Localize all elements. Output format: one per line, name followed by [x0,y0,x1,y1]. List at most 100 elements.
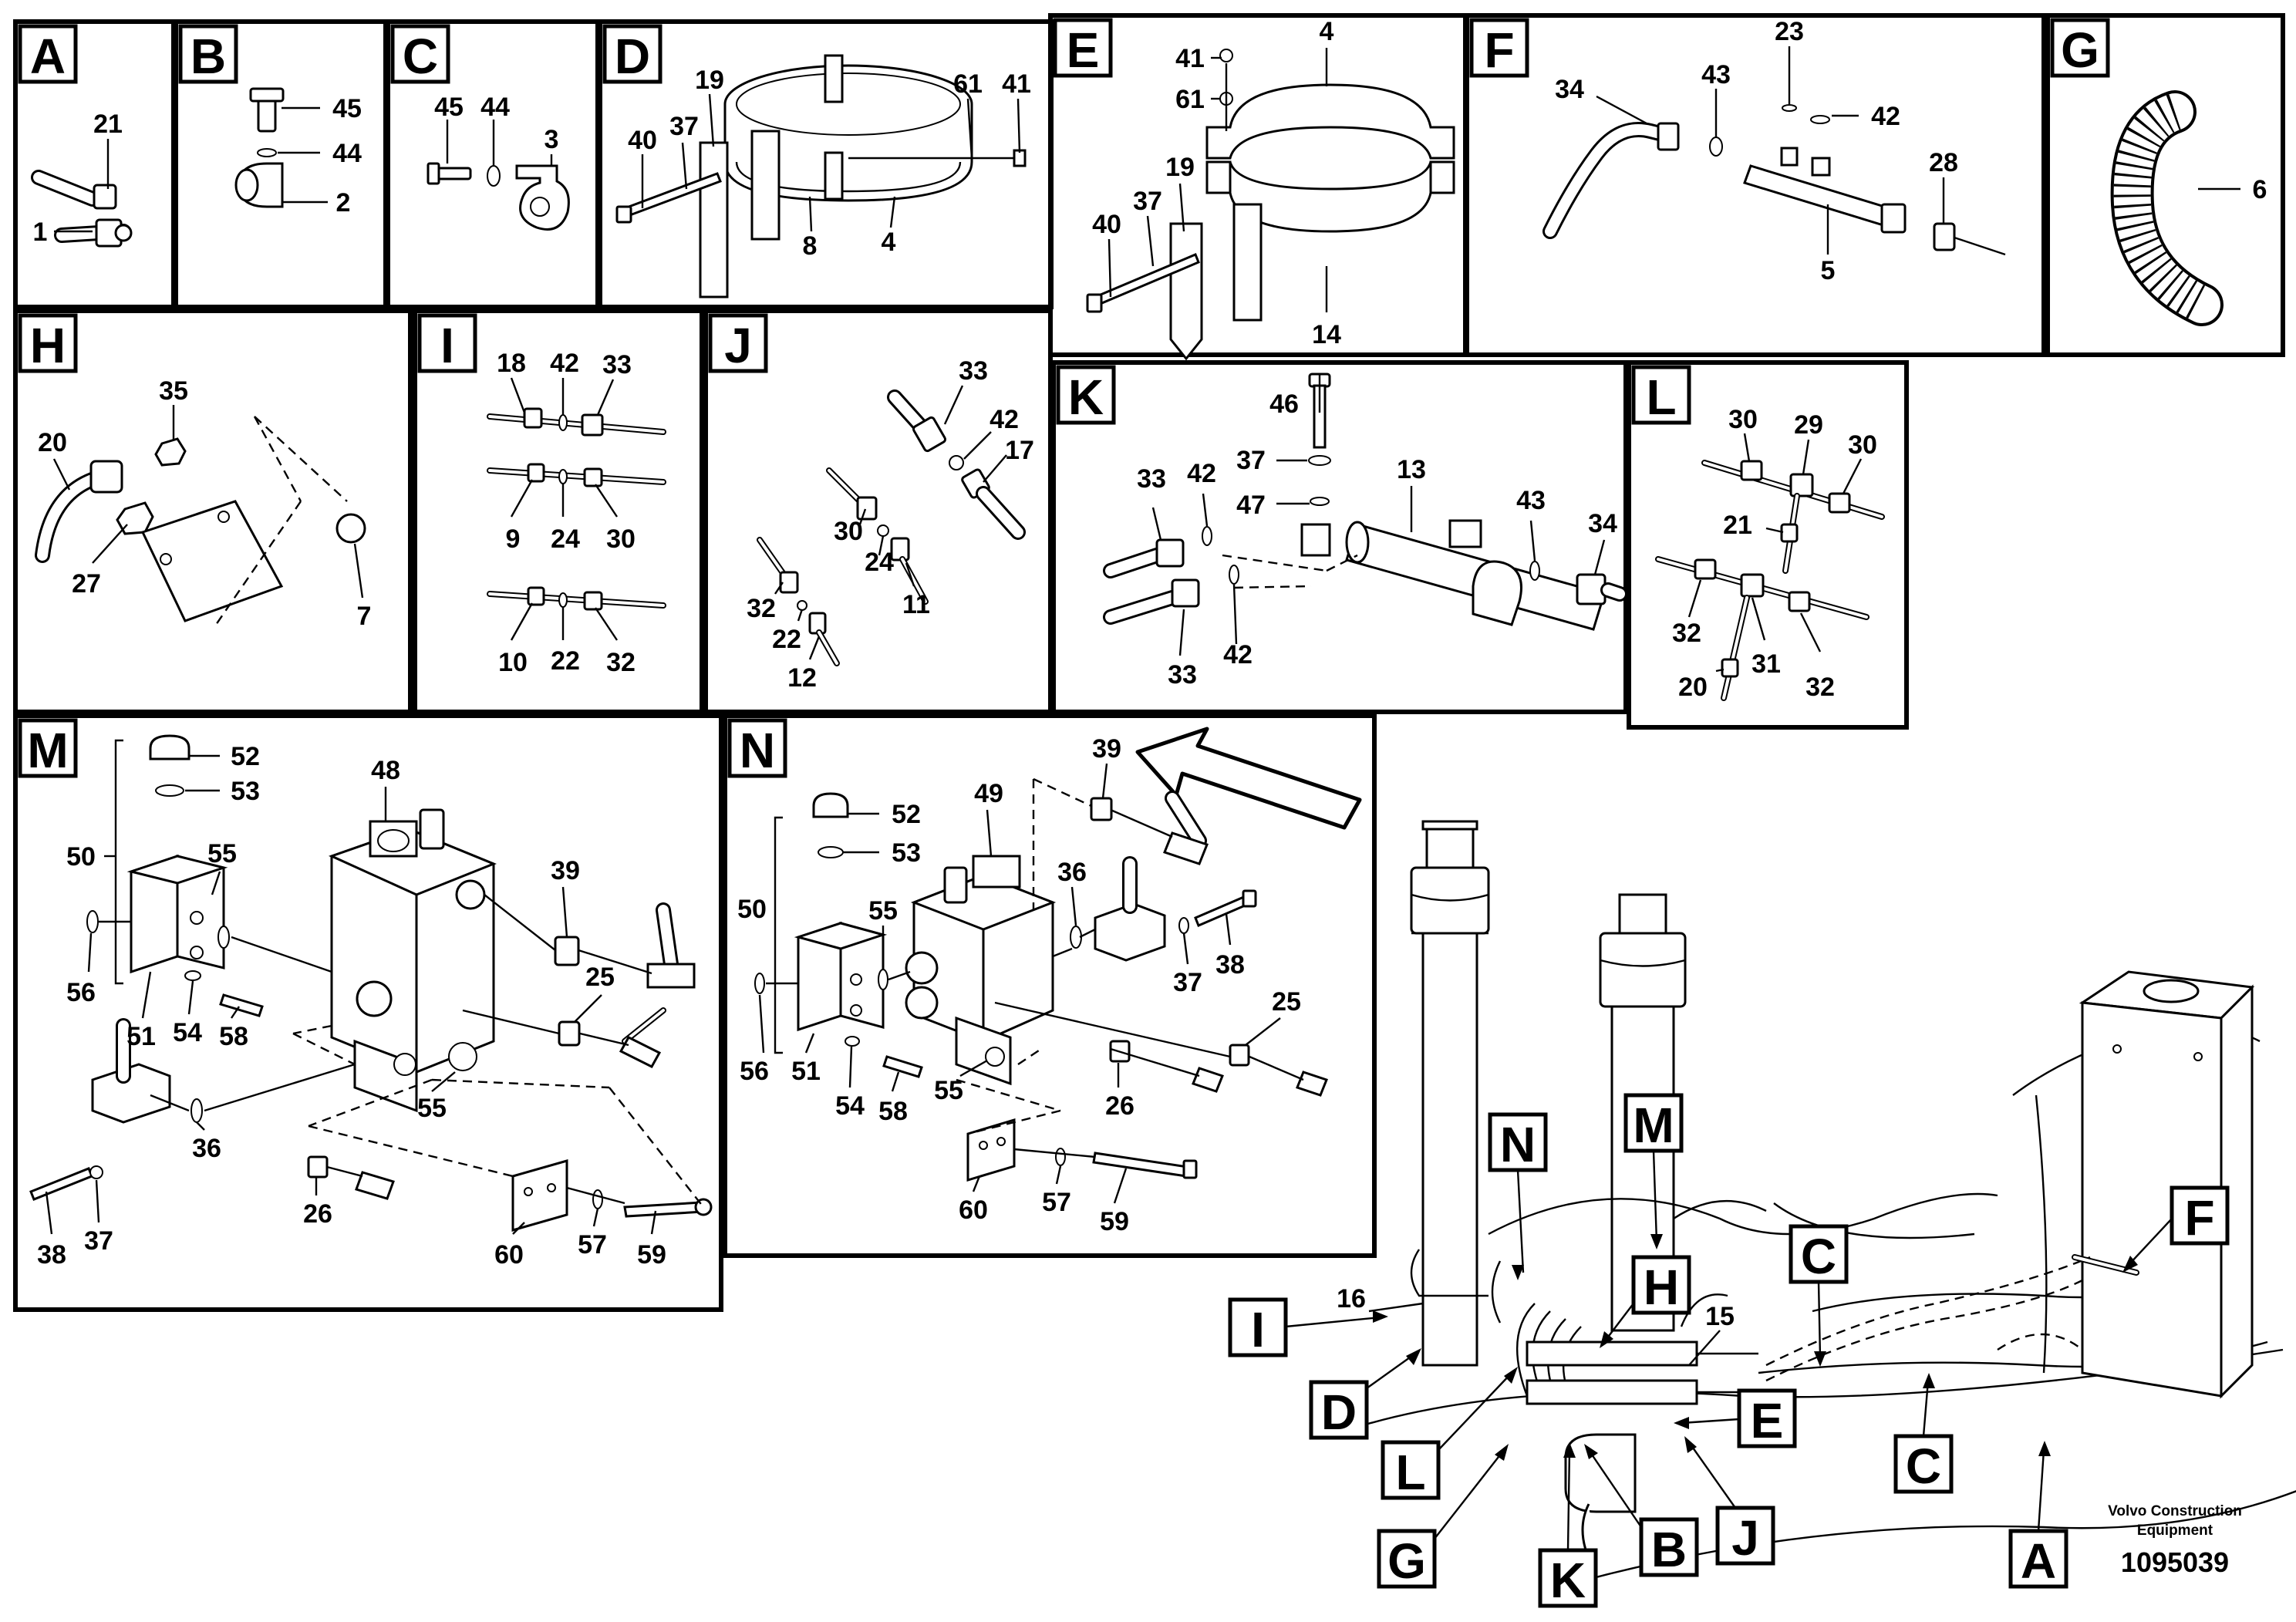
panel-f: F 23 34 43 42 28 5 [1465,13,2046,357]
callout-label: 7 [357,602,372,631]
callout-label: 48 [371,756,400,785]
panel-i: I 18 42 33 9 24 30 10 22 32 [413,309,704,714]
callout-label: 42 [1187,459,1216,488]
callout-label: 3 [544,125,559,154]
callout-label: 45 [434,93,464,122]
callout-label: 40 [1092,210,1121,239]
callout-label: 26 [303,1199,332,1229]
callout-label: 51 [791,1057,821,1086]
panel-tag: K [1068,369,1104,425]
callout-label: 39 [551,856,580,885]
callout-label: 57 [1042,1188,1071,1217]
panel-m: M [13,713,723,1312]
callout-label: 32 [747,594,776,623]
callout-label: 53 [892,838,921,868]
callout-label: 42 [550,349,579,378]
overview-tag: N [1500,1117,1536,1172]
callout-label: 59 [1100,1207,1129,1236]
callout-label: 10 [498,648,528,677]
callout-label: 34 [1588,509,1617,538]
callout-label: 32 [606,648,636,677]
callout-label: 38 [37,1240,66,1270]
callout-label: 18 [497,349,526,378]
callout-label: 36 [192,1134,221,1163]
callout-label: 33 [1137,464,1166,494]
panel-a: A 21 1 [13,19,176,309]
overview-tag: E [1751,1393,1784,1448]
callout-label: 21 [1723,511,1752,540]
caption-line-2: Equipment [2137,1523,2213,1539]
overview-tag: H [1644,1259,1679,1315]
panel-b: B 45 44 2 [174,19,388,309]
callout-label: 50 [737,895,767,924]
callout-label: 44 [332,139,362,168]
callout-label: 44 [480,93,510,122]
callout-label: 55 [868,896,898,926]
overview-tag: L [1395,1445,1425,1500]
callout-label: 42 [1223,640,1253,669]
overview-tag: J [1731,1510,1759,1566]
panel-tag: D [615,29,650,84]
panel-k: K 46 37 13 33 42 47 43 34 33 42 [1051,360,1628,714]
callout-label: 60 [959,1195,988,1225]
callout-label: 45 [332,94,362,123]
callout-label: 39 [1092,734,1121,764]
callout-label: 32 [1672,619,1701,648]
callout-label: 4 [882,228,896,257]
overview-tags: N M F I H C D E C L G K B [1228,1093,2230,1608]
callout-label: 22 [772,625,801,654]
panel-d: D 37 37 19 61 41 8 4 [598,19,1054,309]
callout-label: 46 [1269,389,1299,419]
callout-label: 54 [835,1091,865,1121]
panel-tag: M [27,723,68,778]
drawing-caption: Volvo Construction Equipment 1095039 [2108,1503,2242,1578]
callout-label: 35 [159,376,188,406]
callout-label: 30 [1848,430,1877,460]
callout-label: 9 [506,524,521,554]
panel-tag: A [30,29,66,84]
panel-tag: C [403,29,438,84]
callout-label: 17 [1005,436,1034,465]
callout-label: 55 [934,1076,963,1105]
callout-label: 55 [207,839,237,868]
callout-label: 4 [1320,17,1334,46]
overview-tag: A [2021,1533,2056,1589]
overview-tag: D [1321,1384,1357,1440]
callout-label: 21 [93,110,123,139]
callout-label: 19 [1165,153,1195,182]
callout-label: 56 [740,1057,769,1086]
callout-label: 37 [1236,446,1266,475]
callout-label: 33 [959,356,988,386]
machine-overview [1357,820,2296,1583]
callout-label: 30 [1728,405,1758,434]
callout-label: 52 [892,800,921,829]
panel-l: L 30 29 30 21 32 31 32 20 [1627,360,1909,730]
callout-label: 59 [637,1240,666,1270]
callout-label: 33 [1168,660,1197,690]
overview-tag: K [1550,1553,1586,1608]
callout-label: 42 [1871,102,1900,131]
panel-tag: E [1067,22,1100,78]
callout-label: 13 [1397,455,1426,484]
panel-tag: L [1646,369,1676,425]
panel-h: H 35 20 27 7 [13,309,413,714]
overview-tag: G [1387,1533,1426,1589]
callout-label: 5 [1821,256,1836,285]
panel-tag: H [30,318,66,373]
callout-label: 34 [1555,75,1584,104]
callout-label: 12 [787,663,817,693]
callout-label: 41 [1002,69,1031,99]
callout-label: 56 [66,978,96,1007]
panel-e: E 41 4 61 19 37 40 14 [1048,13,1468,361]
callout-label: 27 [72,569,101,599]
callout-label: 55 [417,1094,447,1123]
callout-label: 2 [336,188,351,218]
callout-label: 25 [585,963,615,992]
drawing-number: 1095039 [2121,1546,2229,1578]
callout-label: 38 [1215,950,1245,980]
callout-label: 54 [173,1018,202,1047]
callout-label: 19 [695,66,724,95]
callout-label: 24 [865,548,894,577]
callout-label: 28 [1929,148,1958,177]
